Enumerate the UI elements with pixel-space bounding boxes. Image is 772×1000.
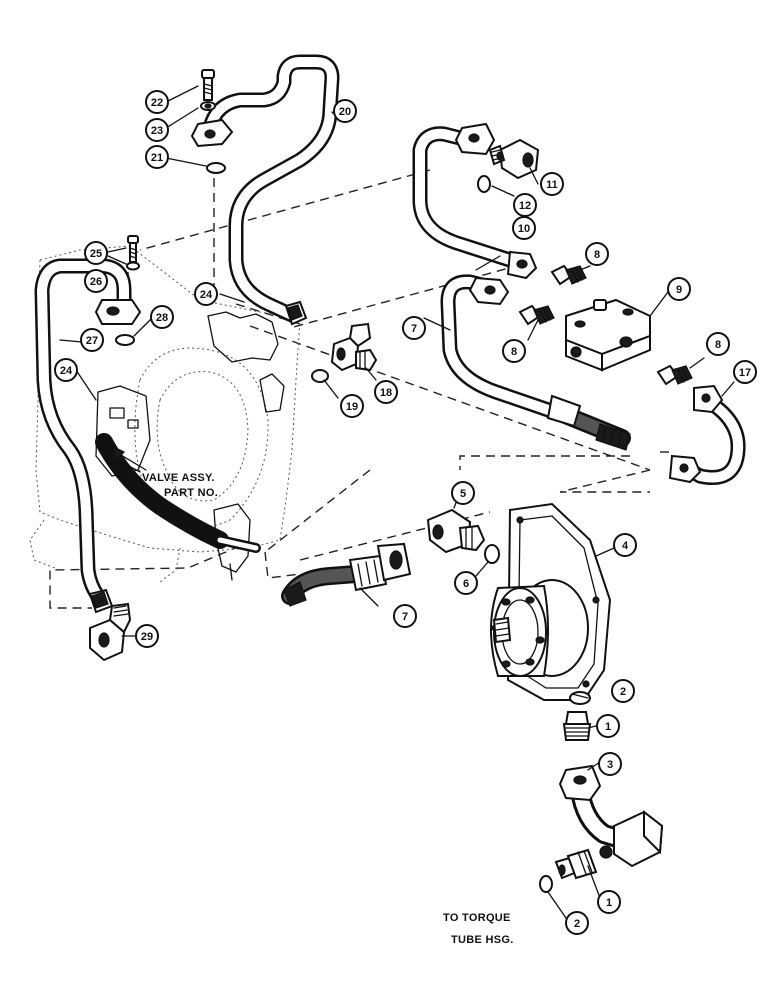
callout-24-upper: 24 [194, 282, 218, 306]
pump-4 [490, 502, 612, 701]
svg-text:20: 20 [339, 106, 351, 118]
svg-text:5: 5 [460, 488, 466, 500]
svg-text:25: 25 [90, 248, 102, 260]
o-ring-21 [206, 162, 226, 174]
svg-text:23: 23 [151, 125, 163, 137]
callout-8-upper: 8 [585, 242, 609, 266]
washer-26 [126, 261, 140, 271]
callout-10: 10 [512, 216, 536, 240]
svg-text:1: 1 [606, 897, 612, 909]
fitting-8-upper [550, 264, 587, 286]
o-ring-6 [484, 544, 500, 564]
callout-7-lower: 7 [393, 604, 417, 628]
valve-hose [95, 433, 261, 553]
svg-text:8: 8 [594, 249, 600, 261]
callout-21: 21 [145, 145, 169, 169]
tube-10 [412, 122, 538, 280]
callout-28: 28 [150, 305, 174, 329]
svg-text:2: 2 [620, 686, 626, 698]
fitting-1-upper [562, 711, 592, 741]
svg-text:11: 11 [546, 179, 558, 191]
svg-text:7: 7 [402, 611, 408, 623]
o-ring-2-lower [539, 875, 553, 893]
torque-tube-note-line1: TO TORQUE [443, 912, 511, 924]
svg-text:6: 6 [463, 578, 469, 590]
svg-text:28: 28 [156, 312, 168, 324]
fitting-8-right [656, 364, 693, 386]
tube-27 [34, 258, 142, 614]
valve-9 [565, 298, 651, 372]
valve-assy-note-line2: PART NO. [164, 487, 218, 499]
svg-text:2: 2 [574, 918, 580, 930]
callout-1-upper: 1 [596, 714, 620, 738]
callout-12: 12 [513, 193, 537, 217]
callout-24-lower: 24 [54, 358, 78, 382]
svg-text:21: 21 [151, 152, 163, 164]
callout-11: 11 [540, 172, 564, 196]
fitting-18 [330, 322, 378, 372]
svg-text:26: 26 [90, 276, 102, 288]
callout-2-lower: 2 [565, 911, 589, 935]
callout-1-lower: 1 [597, 890, 621, 914]
svg-text:24: 24 [60, 365, 73, 377]
bolt-25 [127, 235, 139, 263]
svg-text:8: 8 [511, 346, 517, 358]
svg-text:19: 19 [346, 401, 358, 413]
o-ring-19 [311, 369, 329, 383]
svg-text:10: 10 [518, 223, 530, 235]
svg-text:7: 7 [411, 323, 417, 335]
dashed-leader-lines [49, 169, 672, 609]
callout-8-right: 8 [706, 332, 730, 356]
callout-6: 6 [454, 571, 478, 595]
callout-3: 3 [598, 752, 622, 776]
svg-text:18: 18 [380, 387, 392, 399]
svg-text:8: 8 [715, 339, 721, 351]
torque-tube-note-line2: TUBE HSG. [451, 934, 514, 946]
o-ring-28 [115, 334, 135, 346]
svg-text:24: 24 [200, 289, 213, 301]
washer-23-hole [204, 103, 212, 109]
tube-7-lower [281, 542, 412, 607]
tube-20 [190, 54, 340, 326]
callout-19: 19 [340, 394, 364, 418]
callout-9: 9 [667, 277, 691, 301]
valve-assy-note-line1: VALVE ASSY. [142, 472, 215, 484]
callout-26: 26 [84, 269, 108, 293]
fitting-1-lower [554, 848, 598, 880]
svg-text:3: 3 [607, 759, 613, 771]
o-ring-12 [477, 175, 491, 193]
svg-text:27: 27 [86, 335, 98, 347]
callout-25: 25 [84, 241, 108, 265]
fitting-8-middle [518, 304, 555, 326]
callout-18: 18 [374, 380, 398, 404]
callout-4: 4 [613, 533, 637, 557]
svg-text:22: 22 [151, 97, 163, 109]
callout-23: 23 [145, 118, 169, 142]
callout-29: 29 [135, 624, 159, 648]
elbow-tube-3 [558, 764, 664, 868]
callout-8-middle: 8 [502, 339, 526, 363]
elbow-fitting-5 [426, 508, 486, 554]
svg-text:12: 12 [519, 200, 531, 212]
svg-text:29: 29 [141, 631, 153, 643]
elbow-fitting-11 [488, 138, 540, 180]
bolt-22 [201, 69, 215, 101]
callout-22: 22 [145, 90, 169, 114]
svg-text:17: 17 [739, 367, 751, 379]
callout-leaders [59, 85, 735, 919]
callout-20: 20 [333, 99, 357, 123]
elbow-fitting-29 [89, 602, 132, 662]
tube-17 [668, 384, 746, 485]
callout-27: 27 [80, 328, 104, 352]
svg-text:1: 1 [605, 721, 611, 733]
svg-text:4: 4 [622, 540, 629, 552]
svg-text:9: 9 [676, 284, 682, 296]
tube-7-upper [440, 274, 631, 451]
callout-7-upper: 7 [402, 316, 426, 340]
callout-2-upper: 2 [611, 679, 635, 703]
callout-5: 5 [451, 481, 475, 505]
callout-17: 17 [733, 360, 757, 384]
